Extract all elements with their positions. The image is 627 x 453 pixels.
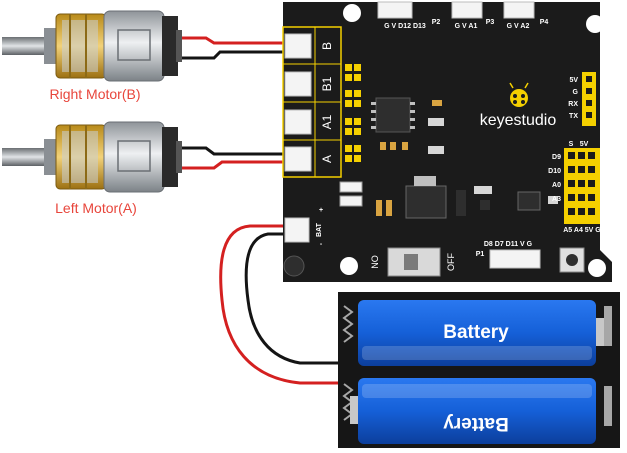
jumper-pads <box>345 64 361 162</box>
battery-top-label: Battery <box>443 322 509 343</box>
battery-black-wire <box>244 232 352 365</box>
right-header-row-a0: A0 <box>552 182 561 189</box>
motor-shield-board: B B1 A1 A G V D12 D13 P2 G V A1 P3 G V A… <box>282 1 612 282</box>
header-p1 <box>489 249 541 269</box>
right-motor <box>2 10 182 82</box>
header-p4-pins: G V A2 <box>507 23 530 30</box>
uart-pin-5v: 5V <box>569 77 578 84</box>
header-p2 <box>377 1 413 19</box>
uart-pin-rx: RX <box>568 101 578 108</box>
motor-port-a <box>284 146 312 172</box>
right-header-bottom: A5 A4 5V G <box>563 227 601 234</box>
mounting-hole <box>343 4 361 22</box>
right-motor-black-wire <box>178 50 285 60</box>
port-label-a1: A1 <box>320 114 334 129</box>
battery-bottom-label: Battery <box>443 413 509 434</box>
header-p4 <box>503 1 535 19</box>
header-p3-pins: G V A1 <box>455 23 478 30</box>
header-p3 <box>451 1 483 19</box>
right-motor-red-wire <box>178 36 285 45</box>
battery-holder: Battery Battery <box>338 292 620 448</box>
header-p4-name: P4 <box>540 19 549 26</box>
motor-port-b1 <box>284 71 312 97</box>
buzzer <box>283 255 305 277</box>
driver-chip <box>375 97 411 133</box>
regulator <box>405 185 447 219</box>
uart-header <box>582 72 596 126</box>
reset-button-cap[interactable] <box>566 254 578 266</box>
battery-cell-bottom <box>358 378 596 444</box>
motor-port-a1 <box>284 109 312 135</box>
uart-pin-tx: TX <box>569 113 578 120</box>
battery-port-label: BAT <box>316 222 323 237</box>
keyestudio-logo <box>509 82 529 107</box>
brand-name: keyestudio <box>480 112 557 129</box>
uart-pin-g: G <box>573 89 579 96</box>
left-motor-black-wire <box>178 146 285 156</box>
left-motor <box>2 121 182 193</box>
mounting-hole <box>588 259 606 277</box>
port-label-b: B <box>320 42 334 50</box>
battery-port-minus: - <box>320 241 323 248</box>
switch-on-label: NO <box>370 255 380 269</box>
mounting-hole <box>340 257 358 275</box>
left-motor-label: Left Motor(A) <box>55 200 137 216</box>
header-p1-name: P1 <box>476 251 485 258</box>
header-p2-pins: G V D12 D13 <box>384 23 426 30</box>
wires <box>178 36 352 385</box>
port-label-a: A <box>320 155 334 163</box>
right-motor-label: Right Motor(B) <box>49 86 140 102</box>
battery-cell-top <box>358 300 596 366</box>
battery-red-wire <box>219 224 352 385</box>
battery-port-plus: + <box>319 207 323 214</box>
switch-off-label: OFF <box>446 253 456 271</box>
port-label-b1: B1 <box>320 76 334 91</box>
right-header-row-a3: A3 <box>552 196 561 203</box>
right-header-top-5v: 5V <box>580 141 589 148</box>
header-p2-name: P2 <box>432 19 441 26</box>
left-motor-red-wire <box>178 160 285 170</box>
right-header-top-s: S <box>569 141 574 148</box>
right-header-row-d10: D10 <box>548 168 561 175</box>
mounting-hole <box>586 15 604 33</box>
header-p1-pins: D8 D7 D11 V G <box>484 241 533 248</box>
power-switch-knob[interactable] <box>404 254 418 270</box>
motor-port-b <box>284 33 312 59</box>
battery-port <box>284 217 310 243</box>
right-header-row-d9: D9 <box>552 154 561 161</box>
header-p3-name: P3 <box>486 19 495 26</box>
